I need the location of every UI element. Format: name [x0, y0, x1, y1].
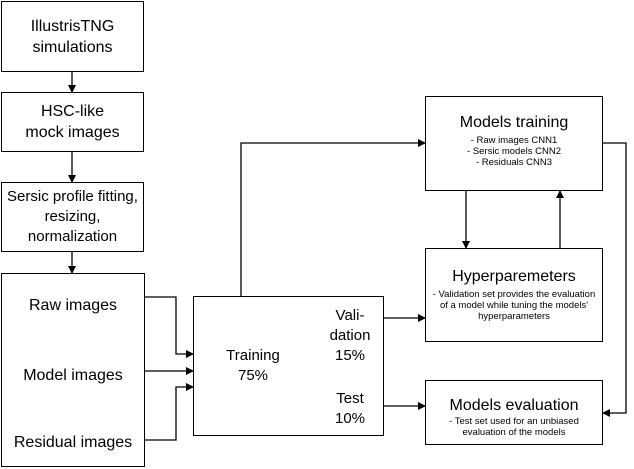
models-training-box: Models training - Raw images CNN1 - Sers…	[425, 96, 603, 191]
test-label: Test 10%	[316, 389, 384, 429]
validation-line-1: Vali-	[335, 307, 365, 324]
hyperparameters-desc: - Validation set provides the evaluation…	[426, 289, 602, 322]
validation-label: Vali- dation 15%	[316, 306, 384, 366]
hsc-line-2: mock images	[25, 124, 120, 141]
models-evaluation-desc-2: evaluation of the models	[462, 427, 566, 438]
hyperparameters-desc-1: - Validation set provides the evaluation	[432, 289, 596, 300]
training-label: Training 75%	[203, 346, 303, 386]
hyperparameters-box: Hyperparemeters - Validation set provide…	[425, 248, 603, 342]
sersic-line-1: Sersic profile fitting,	[7, 188, 138, 205]
test-line-2: 10%	[334, 410, 366, 427]
hyperparameters-desc-3: hyperparameters	[478, 311, 550, 322]
sersic-box: Sersic profile fitting, resizing, normal…	[1, 182, 144, 252]
raw-images-label: Raw images	[28, 297, 118, 314]
models-training-item-1: - Raw images CNN1	[470, 135, 558, 146]
models-evaluation-box: Models evaluation - Test set used for an…	[425, 380, 603, 445]
models-training-list: - Raw images CNN1 - Sersic models CNN2 -…	[426, 135, 602, 168]
arrow-raw-to-training	[145, 296, 194, 358]
model-images-label: Model images	[23, 367, 123, 384]
models-training-title: Models training	[459, 114, 569, 131]
sersic-line-2: resizing,	[44, 208, 101, 225]
models-evaluation-desc: - Test set used for an unbiased evaluati…	[426, 416, 602, 438]
arrow-residual-to-training	[145, 383, 194, 441]
validation-line-2: dation	[329, 327, 371, 344]
hyperparameters-title: Hyperparemeters	[452, 268, 576, 285]
test-line-1: Test	[336, 390, 364, 407]
arrow-training-to-models-training	[240, 139, 426, 296]
training-line-2: 75%	[237, 367, 269, 384]
arrow-models-training-to-evaluation	[602, 142, 627, 417]
models-training-item-3: - Residuals CNN3	[475, 157, 553, 168]
hsc-box: HSC-like mock images	[1, 92, 144, 152]
models-training-item-2: - Sersic models CNN2	[467, 146, 561, 157]
models-evaluation-desc-1: - Test set used for an unbiased	[449, 416, 579, 427]
residual-images-label: Residual images	[13, 434, 133, 451]
illustris-box: IllustrisTNG simulations	[1, 1, 144, 72]
hsc-line-1: HSC-like	[40, 103, 105, 120]
sersic-line-3: normalization	[27, 228, 118, 245]
data-split-box	[193, 296, 384, 436]
models-evaluation-title: Models evaluation	[449, 397, 579, 414]
training-line-1: Training	[226, 347, 280, 364]
inputs-box	[1, 273, 145, 467]
hyperparameters-desc-2: of a model while tuning the models'	[439, 300, 589, 311]
illustris-line-2: simulations	[32, 38, 113, 56]
illustris-line-1: IllustrisTNG	[30, 17, 115, 35]
validation-line-3: 15%	[334, 347, 366, 364]
